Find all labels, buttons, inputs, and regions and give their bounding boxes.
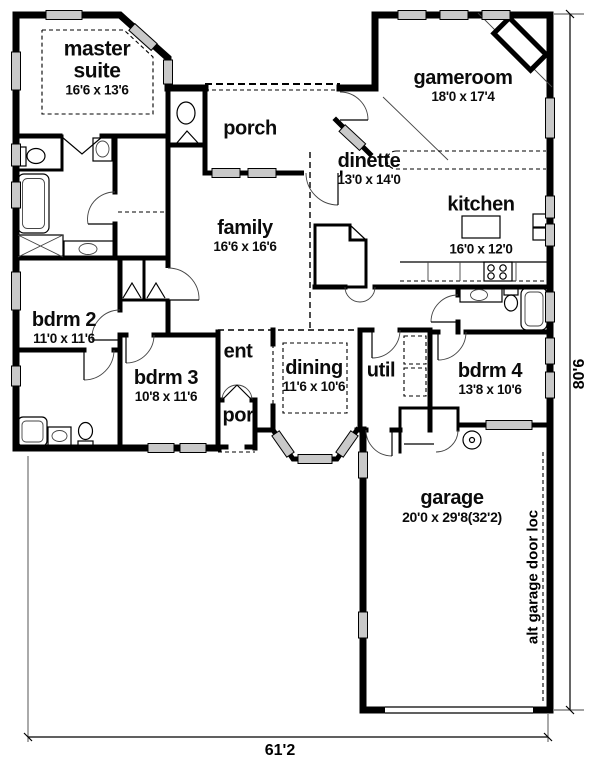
room-name: master suite xyxy=(63,37,131,83)
room-dims: 16'0 x 12'0 xyxy=(449,241,513,257)
water-closet xyxy=(176,101,196,125)
room-name: garage xyxy=(420,486,484,509)
fireplace xyxy=(477,12,553,88)
room-name: family xyxy=(217,217,273,240)
vanity xyxy=(63,240,115,258)
room-name: bdrm 3 xyxy=(133,367,199,390)
room-dims: 20'0 x 29'8(32'2) xyxy=(402,508,502,525)
room-dims: 11'6 x 10'6 xyxy=(282,378,346,394)
overall-width-dimension: 61'2 xyxy=(264,742,296,759)
room-label-dining: dining 11'6 x 10'6 xyxy=(282,357,346,394)
range xyxy=(483,261,513,282)
dimension-lines xyxy=(23,9,584,742)
room-label-ent: ent xyxy=(223,340,253,363)
room-name: bdrm 2 xyxy=(31,309,97,332)
vanity xyxy=(47,426,72,447)
room-dims-kitchen: 16'0 x 12'0 xyxy=(449,241,512,256)
room-label-util: util xyxy=(366,359,396,382)
doors xyxy=(61,91,467,457)
room-dims: 18'0 x 17'4 xyxy=(431,88,495,104)
room-dims: 11'0 x 11'6 xyxy=(33,330,95,346)
room-label-bdrm3: bdrm 3 10'8 x 11'6 xyxy=(133,367,199,404)
kitchen-sink xyxy=(532,213,548,228)
room-label-family: family 16'6 x 16'6 xyxy=(213,218,276,254)
closet-doors xyxy=(122,281,166,299)
room-label-bdrm4: bdrm 4 13'8 x 10'6 xyxy=(457,360,523,397)
double-door-marker xyxy=(61,136,103,155)
dining-tray-ceiling xyxy=(282,342,348,414)
water-heater xyxy=(462,430,482,450)
bath-fixtures xyxy=(16,101,548,450)
room-label-gameroom: gameroom 18'0 x 17'4 xyxy=(413,68,512,104)
room-name: por xyxy=(222,404,254,427)
room-label-garage: garage 20'0 x 29'8(32'2) xyxy=(402,488,502,524)
ceiling-dashed-lines xyxy=(41,29,544,702)
room-label-por: por xyxy=(222,404,254,427)
room-name: kitchen xyxy=(447,193,515,216)
room-label-dinette: dinette 13'0 x 14'0 xyxy=(337,151,400,187)
vanity xyxy=(459,287,503,303)
room-name: porch xyxy=(223,117,277,140)
kitchen-counters xyxy=(386,150,548,282)
washer xyxy=(403,335,427,365)
alt-garage-door-note: alt garage door loc xyxy=(524,509,542,645)
room-label-kitchen: kitchen xyxy=(447,193,515,216)
master-tray-ceiling xyxy=(41,29,154,115)
room-name: dinette xyxy=(337,150,401,173)
vanity-sink xyxy=(92,137,113,162)
room-label-master-suite: master suite 16'6 x 13'6 xyxy=(45,37,149,98)
bathtub xyxy=(17,416,48,447)
dryer xyxy=(403,367,427,397)
interior-walls xyxy=(13,85,551,454)
room-name: gameroom xyxy=(413,67,513,90)
windows xyxy=(11,10,555,717)
front-door xyxy=(221,384,253,401)
room-name: util xyxy=(366,359,396,382)
room-dims: 16'6 x 13'6 xyxy=(65,82,129,98)
room-label-porch: porch xyxy=(223,117,277,140)
room-dims: 13'0 x 14'0 xyxy=(337,171,401,187)
shower xyxy=(17,234,64,258)
room-label-bdrm2: bdrm 2 11'0 x 11'6 xyxy=(31,309,97,346)
garage-door xyxy=(385,703,533,717)
room-dims: 13'8 x 10'6 xyxy=(458,381,522,397)
room-dims: 10'8 x 11'6 xyxy=(134,388,198,404)
room-name: dining xyxy=(285,357,343,380)
kitchen-island xyxy=(461,215,501,239)
room-name: ent xyxy=(223,340,253,363)
overall-height-dimension: 80'6 xyxy=(571,358,588,390)
toilet xyxy=(77,440,94,449)
room-name: bdrm 4 xyxy=(457,360,523,383)
room-dims: 16'6 x 16'6 xyxy=(213,238,277,254)
